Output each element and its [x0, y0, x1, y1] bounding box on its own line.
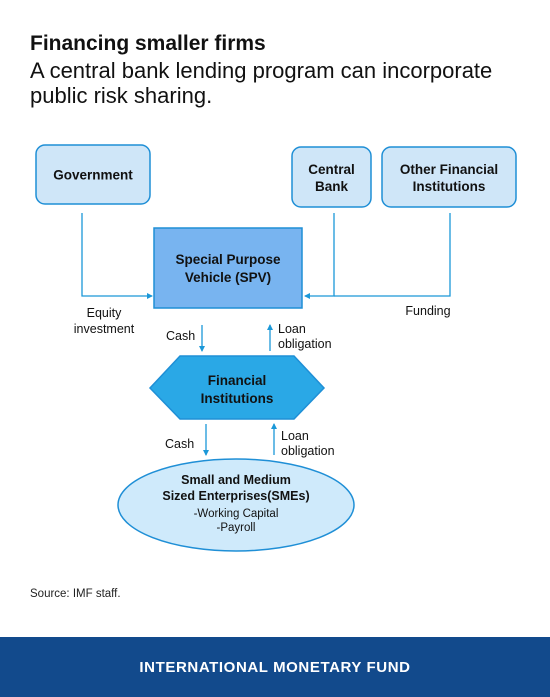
other-financial-label-line2: Institutions: [413, 179, 486, 194]
cash-bottom-label: Cash: [165, 437, 194, 451]
smes-use-payroll: -Payroll: [217, 522, 256, 534]
footer-bar: INTERNATIONAL MONETARY FUND: [0, 637, 550, 697]
central-bank-label-line1: Central: [308, 162, 355, 177]
connector-labels: Equity investment Funding Cash Loan obli…: [74, 304, 451, 458]
loan-bottom-label-line2: obligation: [281, 444, 335, 458]
equity-label-line1: Equity: [87, 306, 122, 320]
smes-label-line2: Sized Enterprises(SMEs): [162, 489, 309, 503]
central-bank-label-line2: Bank: [315, 179, 349, 194]
loan-bottom-label-line1: Loan: [281, 429, 309, 443]
connectors: [81, 213, 451, 456]
spv-label-line2: Vehicle (SPV): [185, 270, 271, 285]
other-financial-label-line1: Other Financial: [400, 162, 498, 177]
loan-top-label-line2: obligation: [278, 337, 332, 351]
smes-node: Small and Medium Sized Enterprises(SMEs)…: [117, 458, 355, 552]
page-title: Financing smaller firms: [30, 32, 266, 55]
source-note: Source: IMF staff.: [30, 588, 121, 600]
government-node: Government: [35, 144, 151, 205]
central-bank-node: Central Bank: [291, 146, 372, 208]
footer-org-name: INTERNATIONAL MONETARY FUND: [139, 658, 411, 676]
other-financial-institutions-node: Other Financial Institutions: [381, 146, 517, 208]
spv-label-line1: Special Purpose: [175, 252, 281, 267]
financial-institutions-node: Financial Institutions: [148, 355, 326, 420]
page-subtitle: A central bank lending program can incor…: [30, 58, 493, 108]
equity-label-line2: investment: [74, 322, 135, 336]
loan-top-label-line1: Loan: [278, 322, 306, 336]
financial-institutions-label-line2: Institutions: [201, 391, 274, 406]
funding-label: Funding: [405, 304, 450, 318]
smes-label-line1: Small and Medium: [181, 473, 291, 487]
spv-node: Special Purpose Vehicle (SPV): [153, 227, 303, 309]
financial-institutions-label-line1: Financial: [208, 373, 267, 388]
cash-top-label: Cash: [166, 329, 195, 343]
smes-use-working-capital: -Working Capital: [194, 508, 279, 520]
government-label: Government: [53, 168, 133, 183]
